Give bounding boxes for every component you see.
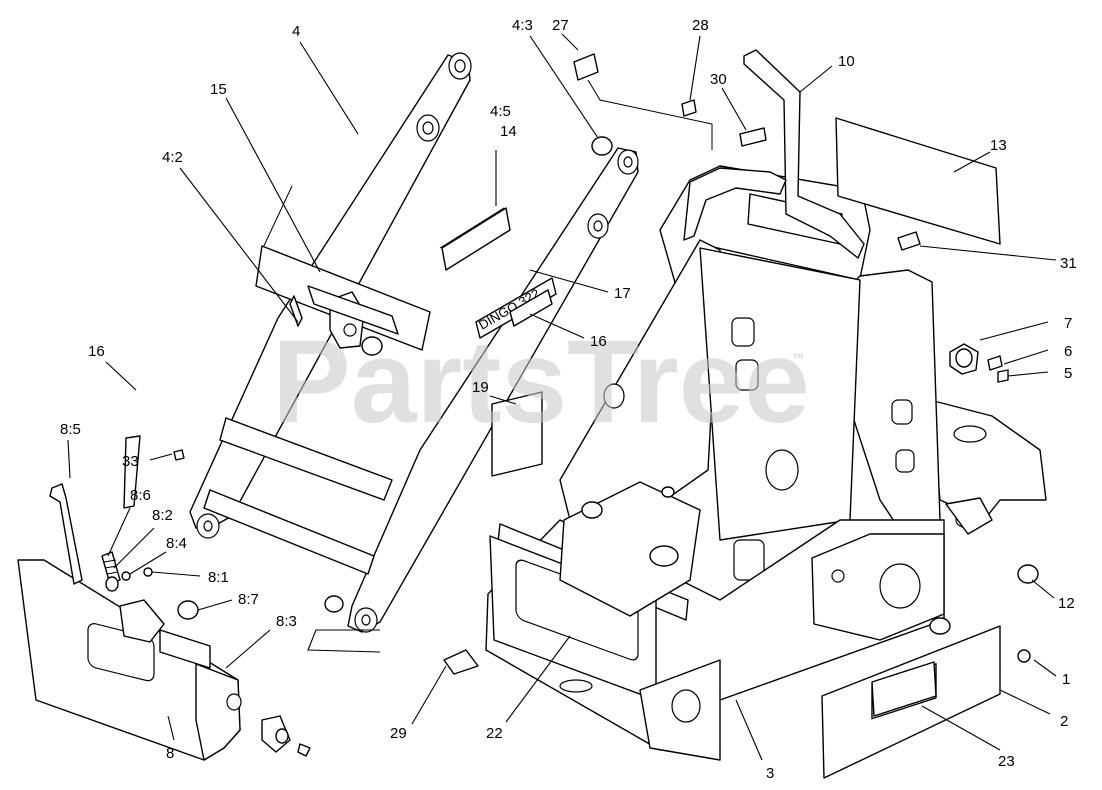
callout-22: 22 — [486, 725, 503, 742]
callout-1: 1 — [1062, 671, 1070, 688]
watermark-trademark: ™ — [792, 351, 804, 365]
callout-33: 33 — [122, 453, 139, 470]
callout-8-4: 8:4 — [166, 535, 187, 552]
callout-8-1: 8:1 — [208, 569, 229, 586]
callout-30: 30 — [710, 71, 727, 88]
callout-19: 19 — [472, 379, 489, 396]
callout-10: 10 — [838, 53, 855, 70]
callout-28: 28 — [692, 17, 709, 34]
callout-15: 15 — [210, 81, 227, 98]
callout-8-6: 8:6 — [130, 487, 151, 504]
callout-7: 7 — [1064, 315, 1072, 332]
leader-lines — [67, 33, 1057, 761]
callout-12: 12 — [1058, 595, 1075, 612]
callout-8-7: 8:7 — [238, 591, 259, 608]
callout-8-5: 8:5 — [60, 421, 81, 438]
callout-29: 29 — [390, 725, 407, 742]
bucket-assembly — [17, 483, 311, 761]
callout-labels: 4 15 4:2 4:3 27 28 30 10 13 4:5 14 31 17… — [60, 17, 1077, 782]
callout-4-3: 4:3 — [512, 17, 533, 34]
callout-14: 14 — [500, 123, 517, 140]
callout-4-2: 4:2 — [162, 149, 183, 166]
callout-31: 31 — [1060, 255, 1077, 272]
callout-23: 23 — [998, 753, 1015, 770]
callout-6: 6 — [1064, 343, 1072, 360]
loose-parts — [123, 391, 1031, 779]
callout-5: 5 — [1064, 365, 1072, 382]
callout-16-right: 16 — [590, 333, 607, 350]
decals-arm: DINGO 322 — [289, 207, 557, 339]
callout-2: 2 — [1060, 713, 1068, 730]
callout-3: 3 — [766, 765, 774, 782]
callout-8-2: 8:2 — [152, 507, 173, 524]
callout-13: 13 — [990, 137, 1007, 154]
callout-16-left: 16 — [88, 343, 105, 360]
callout-4-5: 4:5 — [490, 103, 511, 120]
watermark: PartsTree — [272, 316, 810, 448]
callout-8: 8 — [166, 745, 174, 762]
chassis-frame — [485, 165, 1047, 761]
callout-17: 17 — [614, 285, 631, 302]
callout-27: 27 — [552, 17, 569, 34]
handle-and-plates — [573, 49, 1001, 259]
latch-assembly-right — [949, 343, 1009, 383]
callout-4: 4 — [292, 23, 300, 40]
callout-8-3: 8:3 — [276, 613, 297, 630]
